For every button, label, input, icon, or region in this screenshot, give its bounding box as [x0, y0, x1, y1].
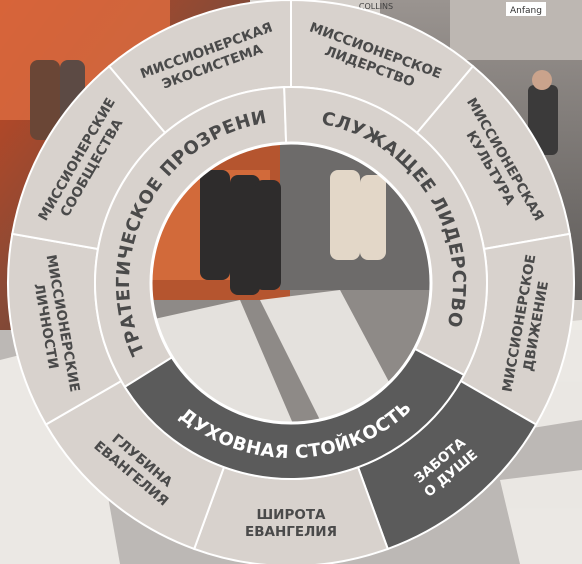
outer-label-group-6: ШиротаЕвангелия	[245, 507, 337, 540]
ring-diagram	[7, 0, 575, 564]
street-sign	[506, 2, 546, 16]
inner-ring-edge	[149, 141, 433, 425]
center-photo	[151, 143, 431, 423]
outer-label-широта: Широта	[256, 507, 326, 523]
shop-sign-text: COLLINS	[359, 2, 393, 11]
street-sign-text: Anfang	[510, 6, 542, 16]
outer-label-евангелия: Евангелия	[245, 524, 337, 540]
